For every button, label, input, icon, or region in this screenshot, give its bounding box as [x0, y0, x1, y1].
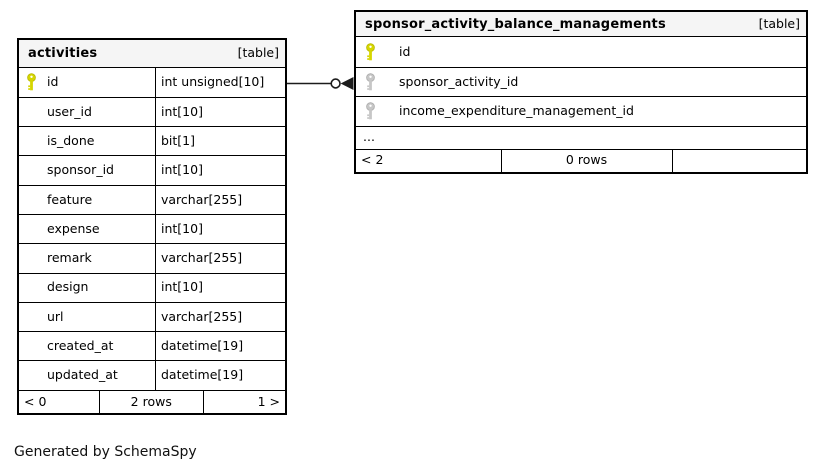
table-stats-footer: < 0 2 rows 1 >: [19, 389, 285, 413]
generated-by-note: Generated by SchemaSpy: [14, 444, 197, 460]
column-name: sponsor_activity_id: [399, 73, 519, 89]
table-type-badge: [table]: [237, 45, 279, 60]
column-row-remark: remark varchar[255]: [19, 243, 285, 273]
table-stats-footer: < 2 0 rows: [356, 148, 807, 172]
primary-key-icon: [26, 73, 47, 91]
table-name: activities: [28, 45, 98, 61]
column-row-id: id: [356, 37, 806, 67]
column-type: bit[1]: [161, 132, 196, 148]
column-row-user-id: user_id int[10]: [19, 96, 285, 127]
column-name: feature: [47, 191, 93, 207]
column-name-cell: is_done: [19, 127, 156, 156]
column-row-expense: expense int[10]: [19, 213, 285, 244]
column-name-cell: sponsor_activity_id: [356, 68, 806, 97]
column-row-url: url varchar[255]: [19, 301, 285, 332]
table-name: sponsor_activity_balance_managements: [365, 16, 666, 32]
column-row-is-done: is_done bit[1]: [19, 126, 285, 156]
column-row-id: id int unsigned[10]: [19, 67, 285, 97]
column-name-cell: income_expenditure_management_id: [356, 97, 806, 126]
column-name: design: [47, 279, 89, 295]
column-type: int[10]: [161, 220, 203, 236]
table-header-sponsor-activity-balance-managements[interactable]: sponsor_activity_balance_managements [ta…: [356, 12, 806, 37]
column-name: expense: [47, 220, 100, 236]
column-type: int[10]: [161, 279, 203, 295]
column-name: sponsor_id: [47, 162, 114, 178]
foreign-key-icon: [365, 102, 399, 120]
column-name-cell: user_id: [19, 97, 156, 127]
column-row-created-at: created_at datetime[19]: [19, 331, 285, 361]
foreign-key-icon: [365, 73, 399, 91]
column-name: updated_at: [47, 367, 118, 383]
table-header-activities[interactable]: activities [table]: [19, 40, 285, 68]
column-name-cell: created_at: [19, 332, 156, 361]
column-name-cell: design: [19, 273, 156, 302]
column-name: remark: [47, 250, 92, 266]
parents-count: [673, 150, 807, 172]
table-type-badge: [table]: [758, 15, 800, 31]
column-type: varchar[255]: [161, 308, 243, 324]
column-name-cell: feature: [19, 185, 156, 214]
parents-count: 1 >: [257, 393, 280, 409]
column-name-cell: sponsor_id: [19, 156, 156, 185]
table-node-activities: activities [table] id int unsigned[10]: [17, 38, 287, 415]
row-count: 2 rows: [100, 390, 204, 413]
children-count: < 2: [356, 149, 502, 172]
column-name: created_at: [47, 338, 114, 354]
column-row-updated-at: updated_at datetime[19]: [19, 360, 285, 390]
column-name: id: [399, 43, 411, 59]
row-count: 0 rows: [502, 149, 673, 172]
children-count: < 0: [19, 390, 100, 413]
column-type: int[10]: [161, 103, 203, 119]
column-row-sponsor-id: sponsor_id int[10]: [19, 155, 285, 185]
column-type: datetime[19]: [161, 367, 244, 383]
hidden-columns-ellipsis: ...: [356, 125, 806, 149]
column-row-feature: feature varchar[255]: [19, 184, 285, 214]
column-name-cell: id: [356, 37, 806, 67]
column-name-cell: expense: [19, 214, 156, 244]
column-type: varchar[255]: [161, 250, 243, 266]
column-type: varchar[255]: [161, 191, 243, 207]
column-row-income-expenditure-management-id: income_expenditure_management_id: [356, 96, 806, 126]
column-name-cell: url: [19, 302, 156, 332]
column-name: id: [47, 73, 59, 89]
column-type: datetime[19]: [161, 338, 244, 354]
table-node-sponsor-activity-balance-managements: sponsor_activity_balance_managements [ta…: [354, 10, 808, 174]
column-name-cell: remark: [19, 244, 156, 273]
column-name: is_done: [47, 132, 95, 148]
primary-key-icon: [365, 43, 399, 61]
column-type: int[10]: [161, 162, 203, 178]
column-type: int unsigned[10]: [161, 73, 265, 89]
column-name: income_expenditure_management_id: [399, 103, 634, 118]
column-name: url: [47, 308, 64, 324]
column-name: user_id: [47, 103, 92, 119]
column-row-sponsor-activity-id: sponsor_activity_id: [356, 66, 806, 97]
column-row-design: design int[10]: [19, 272, 285, 302]
column-name-cell: updated_at: [19, 361, 156, 390]
column-name-cell: id: [19, 67, 156, 97]
